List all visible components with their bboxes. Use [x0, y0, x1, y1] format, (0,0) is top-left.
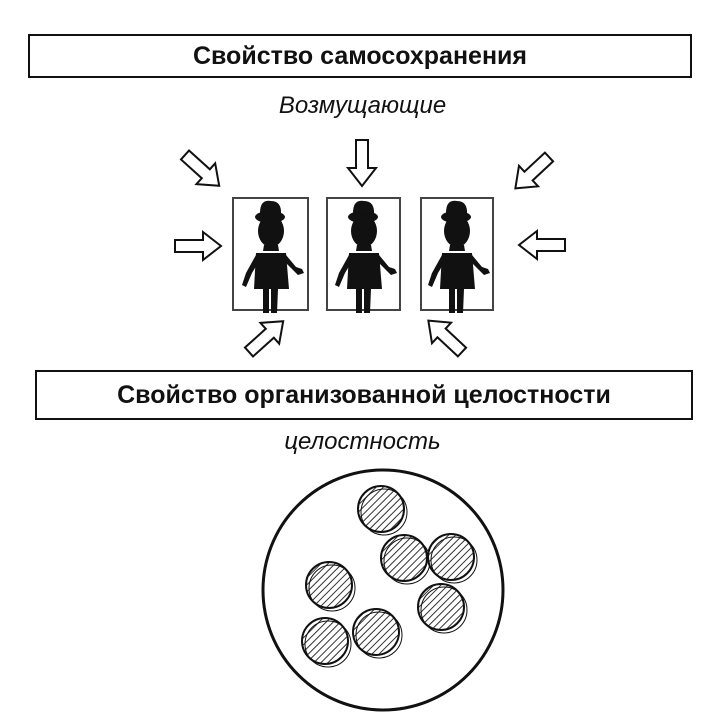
hatched-circle-icon	[352, 608, 403, 659]
hatched-circle-icon	[357, 485, 408, 536]
hatched-circle-icon	[427, 533, 478, 584]
hatched-circle-icon	[305, 561, 356, 612]
arrow-icon	[174, 143, 230, 198]
hatched-circle-icon	[380, 534, 431, 585]
arrow-icon	[518, 230, 566, 260]
arrow-icon	[504, 145, 560, 200]
arrow-icon	[417, 309, 473, 364]
integrity-caption: целостность	[284, 428, 441, 455]
hatched-circle-icon	[301, 617, 352, 668]
person-frame-3	[420, 197, 494, 313]
arrow-icon	[347, 139, 377, 187]
self-preservation-title: Свойство самосохранения	[192, 41, 528, 70]
integrity-circle	[261, 468, 505, 712]
organized-integrity-title-box: Свойство организованной целостности	[35, 370, 693, 420]
person-frame-1	[232, 197, 309, 313]
organized-integrity-title: Свойство организованной целостности	[117, 380, 611, 409]
person-frame-2	[326, 197, 401, 313]
arrow-icon	[238, 309, 294, 364]
arrow-icon	[174, 231, 222, 261]
self-preservation-title-box: Свойство самосохранения	[28, 34, 692, 78]
hatched-circle-icon	[417, 583, 468, 634]
disturbing-caption: Возмущающие	[278, 92, 447, 119]
